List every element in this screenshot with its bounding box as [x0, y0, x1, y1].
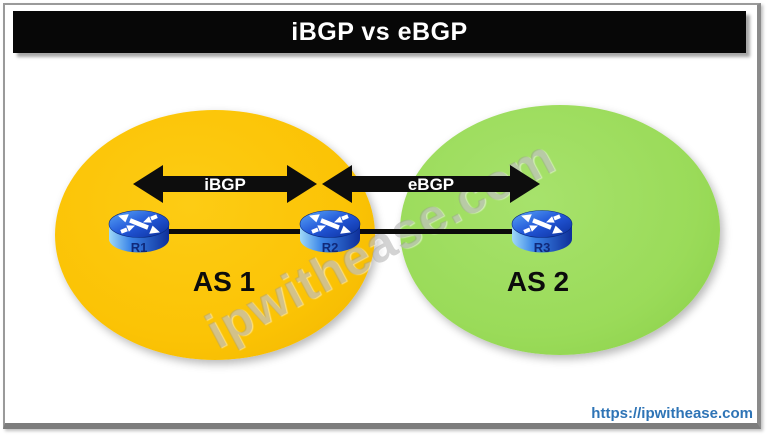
- link-r2-r3: [331, 229, 542, 234]
- footer-link[interactable]: https://ipwithease.com: [591, 405, 753, 422]
- as2-label: AS 2: [506, 266, 570, 297]
- ebgp-label: eBGP: [408, 175, 454, 194]
- router-icon-r3: R3: [511, 210, 573, 255]
- router-r3-label: R3: [534, 240, 551, 255]
- title-bar: iBGP vs eBGP: [13, 11, 746, 53]
- ebgp-arrow-icon: eBGP: [322, 165, 540, 203]
- as1-label: AS 1: [192, 266, 256, 297]
- router-icon-r1: R1: [108, 210, 170, 255]
- page-title: iBGP vs eBGP: [291, 17, 468, 46]
- ibgp-label: iBGP: [204, 175, 246, 194]
- router-r2-label: R2: [322, 240, 339, 255]
- ibgp-arrow-icon: iBGP: [133, 165, 317, 203]
- router-r1-label: R1: [131, 240, 148, 255]
- router-icon-r2: R2: [299, 210, 361, 255]
- link-r1-r2: [139, 229, 331, 234]
